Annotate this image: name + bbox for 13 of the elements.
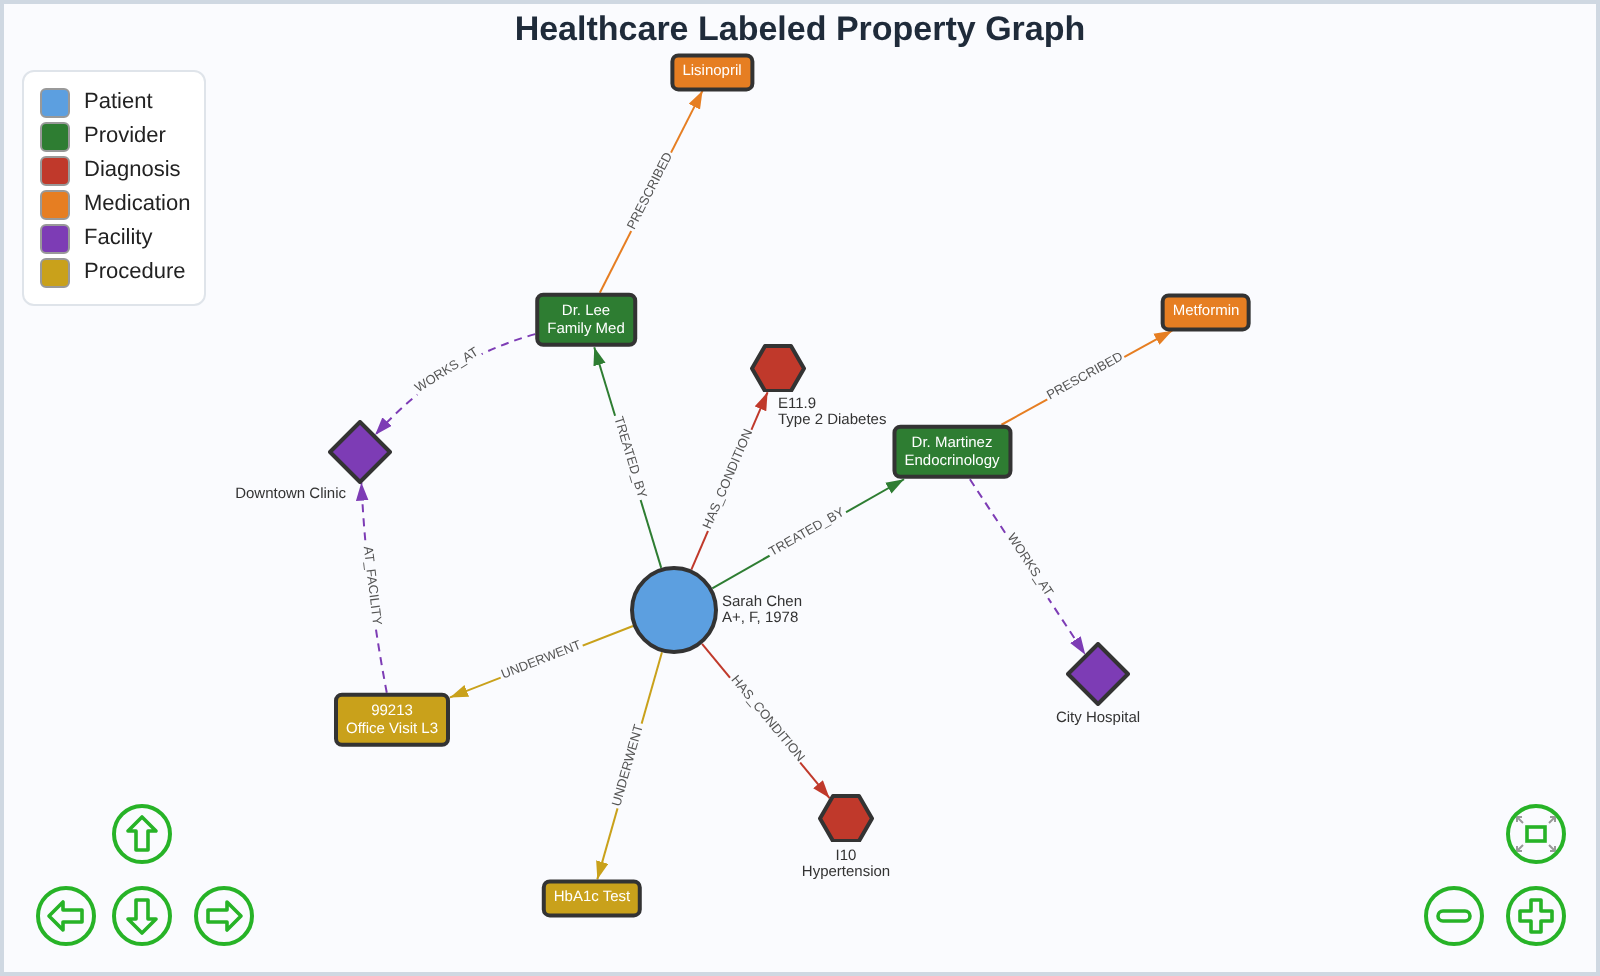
node-box xyxy=(535,292,637,348)
legend-label: Medication xyxy=(84,190,191,220)
legend-label: Procedure xyxy=(84,258,186,288)
node-box xyxy=(541,879,643,917)
legend-label: Facility xyxy=(84,224,153,254)
legend-label: Diagnosis xyxy=(84,156,181,186)
node-box xyxy=(334,692,450,748)
title: Healthcare Labeled Property Graph xyxy=(512,10,1088,50)
legend-label: Provider xyxy=(84,122,166,152)
node-box xyxy=(1160,293,1252,331)
node-box xyxy=(670,53,754,91)
legend-label: Patient xyxy=(84,88,153,118)
node-box xyxy=(892,424,1012,480)
